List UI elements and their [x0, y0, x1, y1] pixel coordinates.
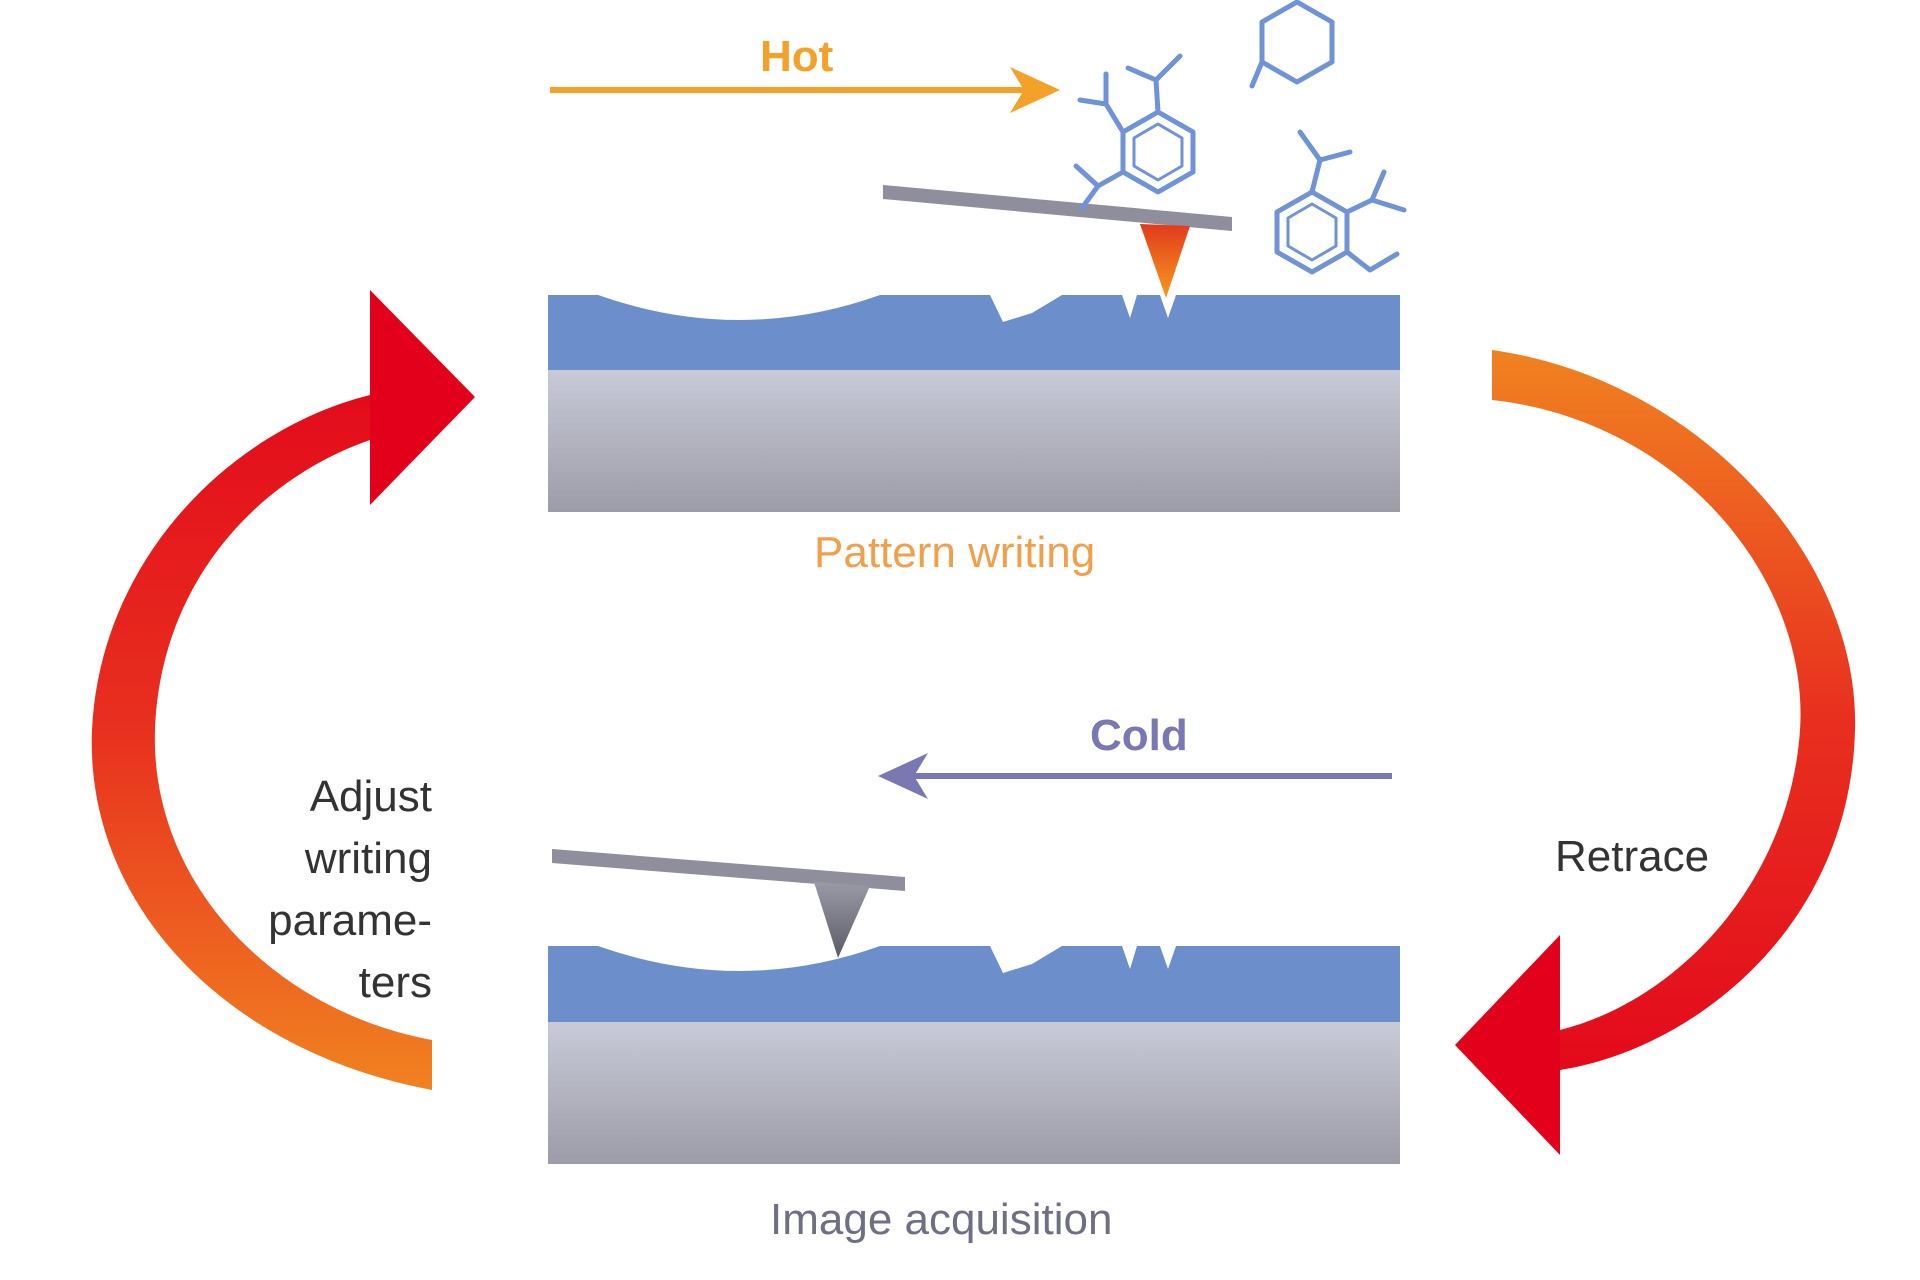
molecules [1073, 0, 1407, 275]
adjust-cycle-arrow [91, 290, 475, 1090]
retrace-cycle-arrow [1455, 350, 1856, 1155]
cold-cantilever [552, 849, 905, 958]
top-polymer-layer [548, 295, 1400, 370]
molecule-3 [1249, 0, 1335, 89]
molecule-1 [1073, 53, 1196, 211]
adjust-line-1: Adjust [309, 772, 432, 821]
image-acquisition-caption: Image acquisition [770, 1195, 1113, 1244]
cold-label: Cold [1090, 711, 1188, 760]
adjust-line-2: writing [304, 834, 432, 883]
top-substrate [548, 368, 1400, 512]
cold-arrow [878, 753, 1392, 799]
adjust-line-3: parame- [268, 896, 432, 945]
pattern-writing-caption: Pattern writing [814, 528, 1096, 577]
hot-cantilever [883, 185, 1232, 298]
retrace-label: Retrace [1555, 832, 1710, 881]
adjust-parameters-label: Adjust writing parame- ters [200, 766, 432, 1014]
hot-label: Hot [760, 32, 834, 81]
adjust-line-4: ters [358, 958, 432, 1007]
bottom-substrate-block [548, 946, 1400, 1164]
top-substrate-block [548, 295, 1400, 512]
bottom-polymer-layer [548, 946, 1400, 1022]
bottom-substrate [548, 1020, 1400, 1164]
hot-arrow [550, 67, 1060, 113]
molecule-2 [1274, 129, 1407, 275]
